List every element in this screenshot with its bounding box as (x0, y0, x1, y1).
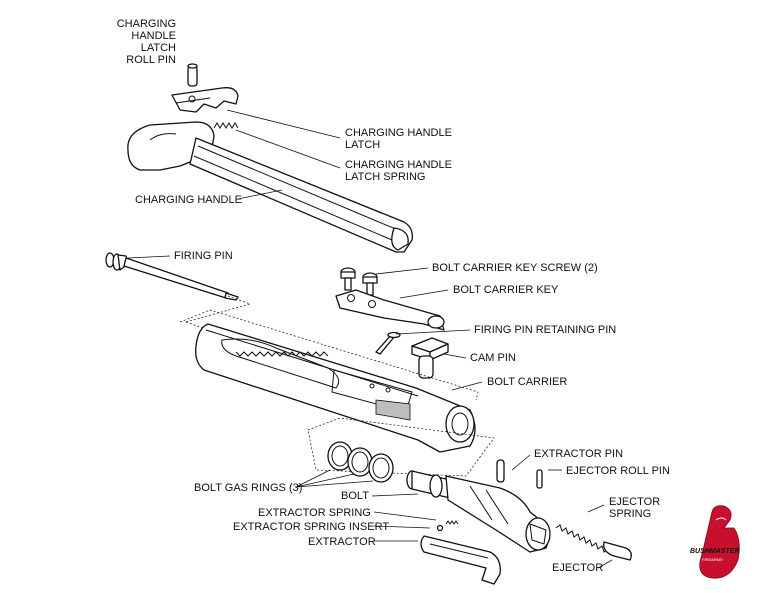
label-bolt-carrier-key-screw: BOLT CARRIER KEY SCREW (2) (432, 262, 598, 274)
label-extractor-pin: EXTRACTOR PIN (534, 448, 624, 460)
firing-pin-guide (185, 295, 252, 323)
extractor-pin-part (496, 459, 505, 483)
label-bolt: BOLT (341, 490, 369, 502)
charging-handle-part (127, 121, 413, 253)
firing-pin-part (105, 252, 239, 301)
extractor-spring-part (445, 520, 459, 525)
label-cam-pin: CAM PIN (470, 352, 516, 364)
bushmaster-logo (699, 505, 740, 579)
extractor-spring-insert-part (436, 524, 444, 532)
bolt-carrier-key-screw-part (340, 267, 378, 296)
label-ejector: EJECTOR (552, 562, 604, 574)
bushmaster-logo-subtext: FIREARMS (702, 557, 723, 562)
bolt-carrier-key-part (335, 289, 445, 331)
ejector-spring-part (555, 524, 611, 556)
bolt-gas-rings-part (327, 441, 394, 483)
bolt-part (406, 470, 551, 553)
label-extractor-spring-insert: EXTRACTOR SPRING INSERT (233, 521, 390, 533)
bolt-carrier-part (179, 309, 479, 453)
label-bolt-carrier-key: BOLT CARRIER KEY (453, 284, 559, 296)
charging-handle-latch-spring-part (213, 122, 239, 129)
extractor-part (420, 535, 501, 585)
label-charging-handle-latch-spring: CHARGING HANDLE LATCH SPRING (345, 159, 452, 183)
charging-handle-latch-roll-pin-part (187, 63, 198, 87)
label-firing-pin: FIRING PIN (174, 250, 233, 262)
charging-handle-latch-part (171, 87, 239, 113)
label-firing-pin-retaining-pin: FIRING PIN RETAINING PIN (474, 324, 617, 336)
cam-pin-part (411, 337, 449, 379)
label-charging-handle: CHARGING HANDLE (135, 194, 242, 206)
label-ejector-spring: EJECTOR SPRING (609, 496, 661, 520)
bushmaster-logo-text: BUSHMASTER (690, 548, 740, 555)
ejector-roll-pin-part (536, 469, 543, 489)
label-ejector-roll-pin: EJECTOR ROLL PIN (566, 465, 670, 477)
leader-lines (127, 109, 613, 569)
firing-pin-retaining-pin-part (375, 331, 401, 355)
bolt-guide-box (307, 417, 495, 477)
label-charging-handle-latch: CHARGING HANDLE LATCH (345, 127, 452, 151)
label-bolt-carrier: BOLT CARRIER (487, 376, 568, 388)
label-extractor: EXTRACTOR (308, 536, 376, 548)
label-bolt-gas-rings: BOLT GAS RINGS (3) (194, 482, 303, 494)
ejector-part (603, 541, 632, 561)
label-charging-handle-latch-roll-pin: CHARGING HANDLE LATCH ROLL PIN (116, 18, 176, 66)
label-extractor-spring: EXTRACTOR SPRING (258, 507, 371, 519)
